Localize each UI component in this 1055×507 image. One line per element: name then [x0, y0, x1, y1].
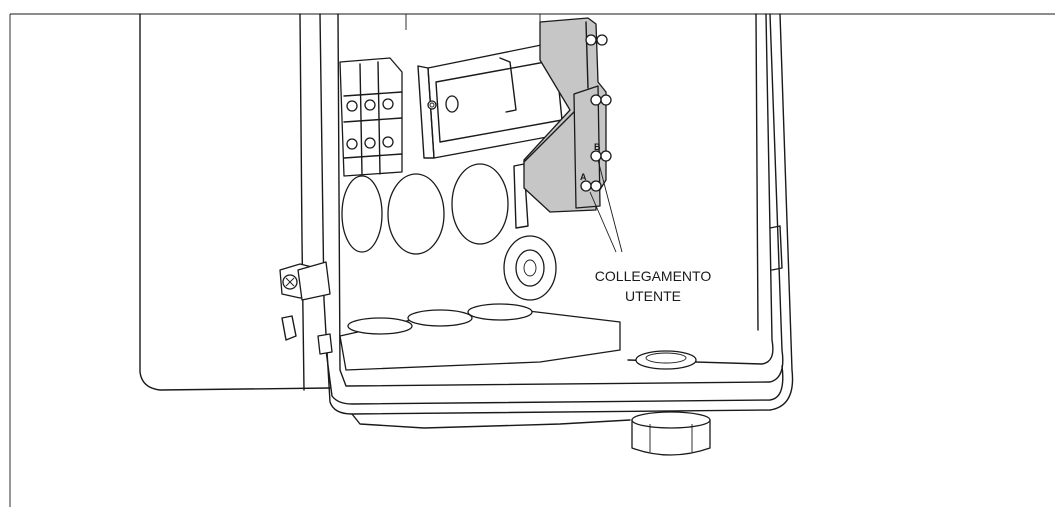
frame-border — [9, 13, 1055, 507]
earth-screw — [279, 261, 333, 355]
bottom-cable-gland — [631, 411, 711, 456]
callout-label-line2: UTENTE — [625, 288, 681, 304]
door-frame — [319, 13, 794, 429]
user-connection-module: B A — [523, 17, 612, 213]
din-rail — [417, 39, 575, 159]
cable-knockouts — [341, 163, 529, 255]
terminal-a-label: A — [580, 172, 587, 182]
callout-leaders — [589, 159, 623, 253]
enclosure-body — [139, 13, 784, 391]
terminal-b-label: B — [594, 142, 601, 152]
cable-gland — [503, 235, 557, 301]
bottom-glands — [339, 303, 697, 371]
terminal-block-left — [339, 57, 403, 177]
callout-label-line1: COLLEGAMENTO — [595, 268, 712, 284]
